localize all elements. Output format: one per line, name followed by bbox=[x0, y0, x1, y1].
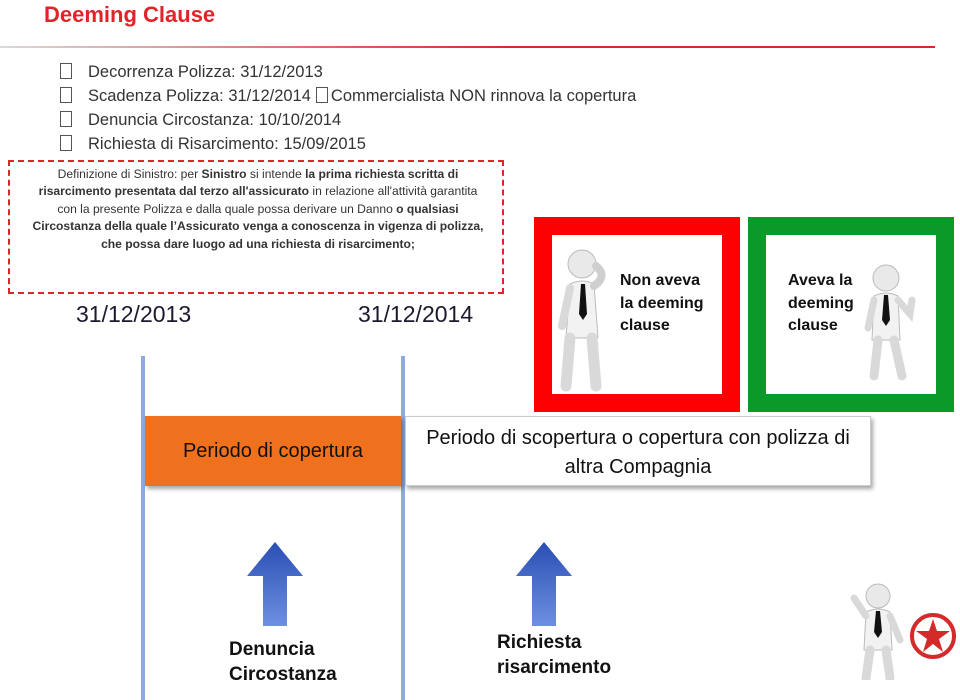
uncovered-period: Periodo di scopertura o copertura con po… bbox=[405, 416, 871, 486]
definition-part: Definizione di Sinistro: per bbox=[57, 167, 202, 181]
list-item: Richiesta di Risarcimento: 15/09/2015 bbox=[60, 132, 636, 156]
list-item-text: Scadenza Polizza: 31/12/2014 bbox=[88, 87, 311, 105]
start-date: 31/12/2013 bbox=[76, 301, 192, 327]
with-clause-label: Aveva la deeming clause bbox=[788, 272, 854, 334]
checkbox-icon bbox=[60, 87, 72, 103]
covered-period: Periodo di copertura bbox=[145, 416, 401, 486]
arrow-up-icon bbox=[247, 542, 303, 626]
checkbox-icon bbox=[315, 87, 328, 103]
checkbox-icon bbox=[60, 63, 72, 79]
arrow-up-icon bbox=[516, 542, 572, 626]
claim-notice-text: Denuncia Circostanza bbox=[229, 639, 337, 685]
checkbox-icon bbox=[60, 111, 72, 127]
definition-term: Sinistro bbox=[201, 167, 247, 181]
list-item-text: Denuncia Circostanza: 10/10/2014 bbox=[88, 111, 342, 129]
end-date: 31/12/2014 bbox=[358, 301, 474, 327]
claim-notice-label: Denuncia Circostanza bbox=[229, 637, 339, 687]
thinking-person-icon bbox=[558, 249, 606, 392]
definition-text: Definizione di Sinistro: per Sinistro si… bbox=[28, 166, 488, 253]
definition-part: si intende bbox=[246, 167, 306, 181]
no-clause-label: Non aveva la deeming clause bbox=[620, 272, 704, 334]
list-item: Denuncia Circostanza: 10/10/2014 bbox=[60, 108, 636, 132]
pointing-person-icon bbox=[850, 583, 904, 680]
checkbox-icon bbox=[60, 135, 72, 151]
definition-part: in relazione all'attività garantita con … bbox=[57, 184, 478, 216]
definition-box bbox=[8, 160, 504, 294]
compensation-request-text: Richiesta risarcimento bbox=[497, 632, 612, 678]
star-logo-icon bbox=[910, 613, 956, 659]
uncovered-period-label: Periodo di scopertura o copertura con po… bbox=[426, 427, 850, 478]
list-item-text: Decorrenza Polizza: 31/12/2013 bbox=[88, 63, 323, 81]
compensation-request-label: Richiesta risarcimento bbox=[497, 630, 627, 680]
start-marker-line bbox=[141, 356, 145, 700]
page-title: Deeming Clause bbox=[44, 2, 216, 27]
end-marker-line bbox=[401, 356, 405, 700]
list-item: Scadenza Polizza: 31/12/2014 Commercialis… bbox=[60, 84, 636, 108]
title-divider bbox=[0, 46, 935, 48]
covered-period-label: Periodo di copertura bbox=[182, 439, 364, 462]
list-item-text: Richiesta di Risarcimento: 15/09/2015 bbox=[88, 135, 366, 153]
definition-emphasis: o qualsiasi Circostanza della quale l’As… bbox=[32, 201, 484, 251]
definition-emphasis: la prima richiesta scritta di risarcimen… bbox=[38, 167, 459, 199]
thumbs-up-person-icon bbox=[864, 264, 916, 381]
list-item-note: Commercialista NON rinnova la copertura bbox=[330, 87, 637, 105]
facts-list: Decorrenza Polizza: 31/12/2013 Scadenza … bbox=[60, 60, 636, 156]
list-item: Decorrenza Polizza: 31/12/2013 bbox=[60, 60, 636, 84]
